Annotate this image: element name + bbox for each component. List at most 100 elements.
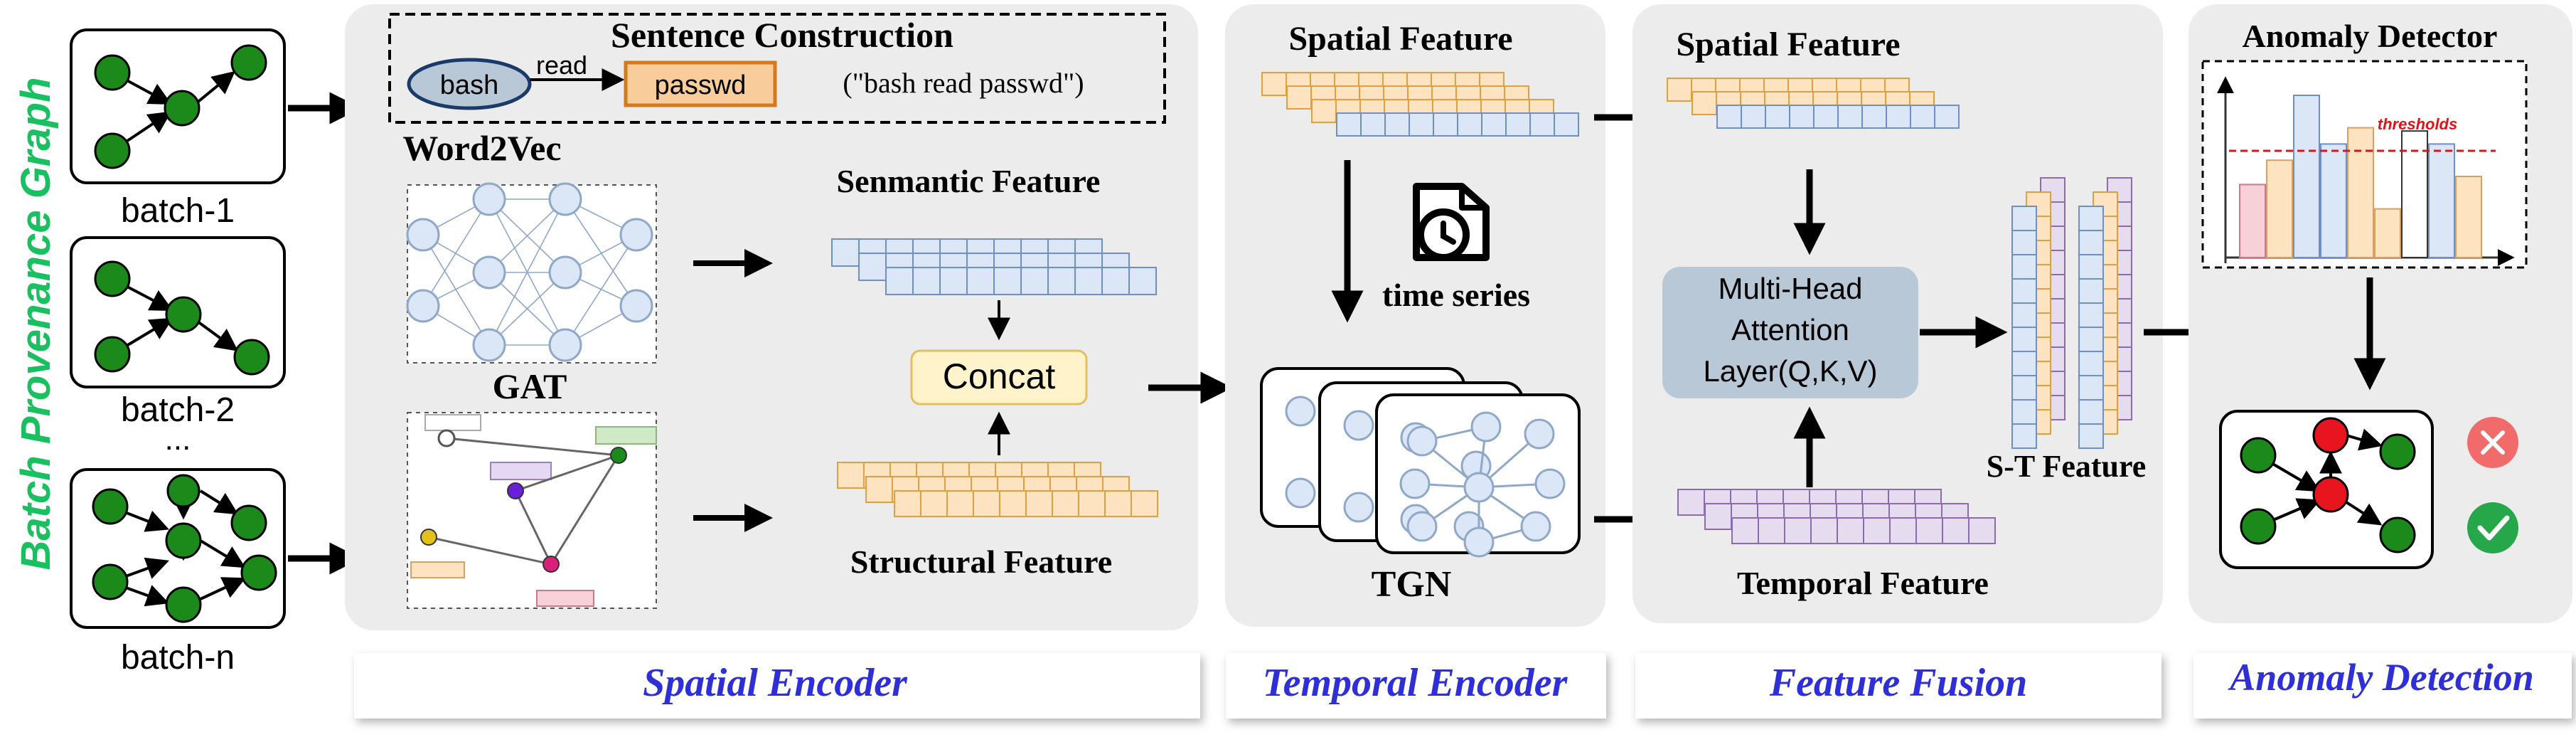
st-feature-columns xyxy=(2011,177,2132,449)
feature-cell xyxy=(1261,72,1287,96)
nn-box xyxy=(407,184,657,364)
st-cell xyxy=(2011,302,2037,328)
st-cell xyxy=(2011,230,2037,255)
tgn-node xyxy=(1343,410,1374,441)
nn-node xyxy=(472,182,506,216)
feature-cell xyxy=(1731,517,1759,544)
feature-cell xyxy=(1078,490,1106,517)
feature-cell xyxy=(999,490,1027,517)
tgn-node xyxy=(1534,468,1566,499)
time-series-label: time series xyxy=(1382,277,1530,313)
feature-cell xyxy=(1020,267,1049,295)
nn-node xyxy=(548,328,582,362)
time-series-icon xyxy=(1413,183,1490,261)
graph-node xyxy=(2379,433,2416,470)
feature-cell xyxy=(1409,112,1434,137)
st-cell xyxy=(2011,423,2037,449)
feature-cell xyxy=(1968,517,1996,544)
batch-1-label: batch-1 xyxy=(121,192,235,230)
st-cell xyxy=(2011,351,2037,376)
feature-cell xyxy=(1384,112,1410,137)
graph-node xyxy=(94,336,131,373)
structural-feature-label: Structural Feature xyxy=(850,544,1112,580)
anomaly-detection-label: Anomaly Detection xyxy=(2228,656,2533,699)
feature-fusion-label: Feature Fusion xyxy=(1769,661,2028,705)
tgn-graphs xyxy=(1260,367,1581,558)
nn-node xyxy=(472,328,506,362)
feature-cell xyxy=(1047,267,1076,295)
nn-node xyxy=(472,255,506,290)
feature-cell xyxy=(1677,489,1705,516)
feature-cell xyxy=(1886,105,1911,129)
feature-cell xyxy=(1025,490,1053,517)
feature-cell xyxy=(1758,517,1785,544)
feature-cell xyxy=(1128,267,1157,295)
detector-bar xyxy=(2428,143,2455,258)
feature-cell xyxy=(939,267,968,295)
attention-layer-box xyxy=(1662,267,1918,398)
graph-node xyxy=(92,563,129,600)
tgn-label: TGN xyxy=(1372,564,1452,605)
graph-node xyxy=(94,54,131,91)
detector-bar xyxy=(2293,95,2320,258)
tgn-node xyxy=(1470,411,1502,442)
tgn-node xyxy=(1520,511,1551,542)
nn-node xyxy=(619,218,653,252)
st-cell xyxy=(2011,254,2037,280)
st-cell xyxy=(2078,302,2104,328)
st-cell xyxy=(2011,327,2037,352)
feature-cell xyxy=(1691,91,1717,115)
batch-2-graph xyxy=(70,236,286,388)
nn-node xyxy=(406,218,440,252)
graph-node xyxy=(2240,437,2277,474)
feature-cell xyxy=(912,267,941,295)
feature-cell xyxy=(1052,490,1079,517)
feature-cell xyxy=(1813,105,1839,129)
feature-cell xyxy=(1789,105,1815,129)
sentence-construction-box xyxy=(388,13,1166,124)
graph-node xyxy=(165,296,202,333)
anomaly-detection-label-box xyxy=(2193,653,2572,719)
concat-box xyxy=(910,349,1088,406)
feature-cell xyxy=(1889,517,1917,544)
thresholds-label: thresholds xyxy=(2378,115,2457,133)
feature-cell xyxy=(946,490,974,517)
feature-cell xyxy=(993,267,1022,295)
attention-line-1: Multi-Head xyxy=(1718,272,1862,305)
tgn-node xyxy=(1463,472,1495,503)
feature-cell xyxy=(1765,105,1790,129)
anomalous-node xyxy=(2312,417,2349,454)
graph-node xyxy=(164,90,201,127)
batch-provenance-graph-title: Batch Provenance Graph xyxy=(13,78,59,571)
feature-cell xyxy=(966,267,995,295)
st-cell xyxy=(2011,278,2037,304)
tgn-node xyxy=(1343,492,1374,523)
nn-node xyxy=(548,182,582,216)
fusion-temporal-stack xyxy=(1677,489,1996,544)
st-cell xyxy=(2078,399,2104,425)
st-cell xyxy=(2078,254,2104,280)
feature-cell xyxy=(1286,85,1312,110)
feature-cell xyxy=(1101,267,1130,295)
feature-cell xyxy=(1810,517,1838,544)
feature-cell xyxy=(837,462,865,489)
detector-bar xyxy=(2347,127,2374,258)
feature-cell xyxy=(1910,105,1935,129)
feature-fusion-label-box xyxy=(1635,653,2161,719)
graph-node xyxy=(166,474,201,508)
anomaly-detector-title: Anomaly Detector xyxy=(2243,18,2498,54)
bash-label: bash xyxy=(440,70,498,100)
bash-node xyxy=(407,58,532,110)
detector-bar xyxy=(2455,176,2482,258)
feature-cell xyxy=(1915,517,1943,544)
spatial-encoder-label-box xyxy=(354,653,1200,719)
feature-cell xyxy=(1074,267,1103,295)
concat-label: Concat xyxy=(943,356,1056,396)
semantic-feature-label: Senmantic Feature xyxy=(837,163,1101,199)
st-cell xyxy=(2078,278,2104,304)
nn-node xyxy=(619,289,653,323)
structural-feature-stack xyxy=(837,462,1158,517)
detector-bar xyxy=(2374,208,2401,259)
tgn-node xyxy=(1285,396,1316,427)
gat-label: GAT xyxy=(493,366,567,406)
